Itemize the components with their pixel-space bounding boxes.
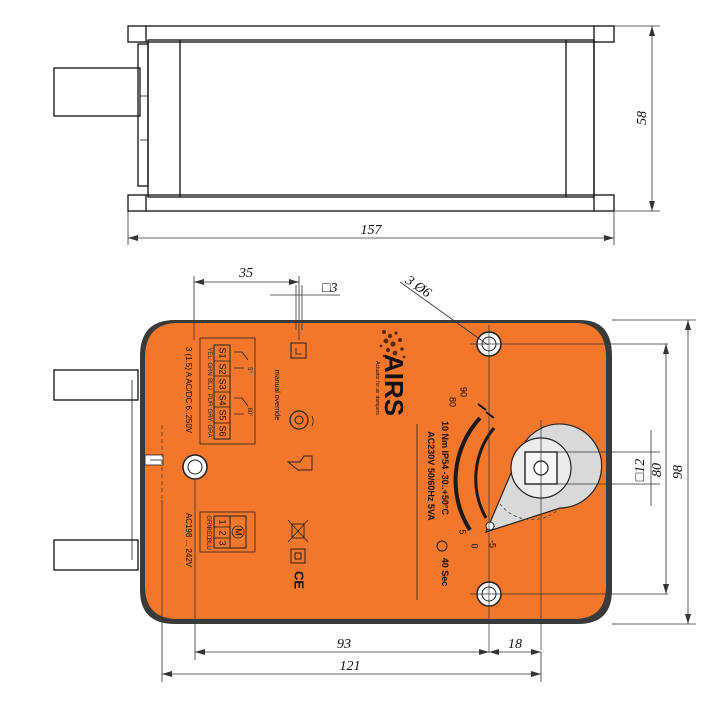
terminal-2: 2 <box>218 530 228 535</box>
switch-s5: S5 <box>218 409 228 420</box>
actuator-body <box>145 323 606 619</box>
dim-98: 98 <box>671 465 686 479</box>
weee-bin-icon <box>287 519 309 543</box>
spec-line-3: 40 Sec <box>440 558 450 587</box>
motor-terminal-block: 1 2 3 M GRN RED BLU <box>199 511 256 553</box>
shaft-clamp <box>484 423 603 533</box>
wire-blu: BLU <box>206 378 212 390</box>
logo-text: AIRS <box>379 354 409 416</box>
scale-90: 90 <box>459 387 469 397</box>
rating-bottom: AC198 ... 242V <box>184 513 193 568</box>
wire-red-bottom: RED <box>205 527 211 540</box>
motor-symbol-label: M <box>234 528 244 536</box>
switch-terminal-block: S1 S2 S3 S4 S5 S6 YEL GRN BLU PUR GRY GR… <box>199 337 256 445</box>
front-shaft-upper <box>53 369 139 401</box>
top-shaft <box>53 67 141 117</box>
override-square <box>290 342 307 359</box>
dim-157: 157 <box>361 223 383 238</box>
terminal-3: 3 <box>218 540 228 545</box>
wire-gra: GRA <box>206 424 212 437</box>
wire-grn: GRN <box>206 362 212 375</box>
switch-s2: S2 <box>218 363 228 374</box>
wire-grn-bottom: GRN <box>205 515 211 528</box>
dim-80: 80 <box>650 463 665 477</box>
switch-s1: S1 <box>218 347 228 358</box>
front-view: S1 S2 S3 S4 S5 S6 YEL GRN BLU PUR GRY GR… <box>53 266 696 682</box>
wire-pur: PUR <box>206 394 212 407</box>
switch-s4: S4 <box>218 394 228 405</box>
dim-18: 18 <box>508 637 522 652</box>
dim-35: 35 <box>238 266 253 281</box>
scale-0: 0 <box>470 543 480 548</box>
top-view: 58 157 <box>53 25 660 245</box>
dim-square-3: □3 <box>322 281 337 296</box>
ce-mark: CE <box>292 571 307 589</box>
scale-minus-5: -5 <box>488 540 498 548</box>
top-flange-lower <box>127 194 615 212</box>
angle-scale: 90 80 5 0 -5 <box>448 387 498 549</box>
top-body <box>147 39 595 198</box>
dim-58: 58 <box>635 111 650 125</box>
scale-80: 80 <box>448 397 458 407</box>
dim-93: 93 <box>337 637 351 652</box>
wire-gry: GRY <box>206 409 212 422</box>
double-insulation-icon <box>290 548 306 564</box>
wire-yel: YEL <box>206 347 212 359</box>
motor-symbol <box>231 525 245 539</box>
terminal-1: 1 <box>218 519 228 524</box>
spec-line-2: 10 Nm IP54 -30..+50°C <box>440 421 450 515</box>
override-button <box>289 410 309 430</box>
front-shaft-lower <box>53 539 139 571</box>
logo-tagline: Actuator for air dampers <box>374 361 380 415</box>
angle-5: 5° <box>246 367 252 373</box>
scale-5: 5 <box>458 529 468 534</box>
switch-s3: S3 <box>218 378 228 389</box>
spec-line-1: AC230V 50/60Hz 5VA <box>426 431 436 521</box>
hand-icon <box>286 455 313 471</box>
dim-square-12: □12 <box>633 459 648 481</box>
top-flange-upper <box>127 25 615 43</box>
manual-override-label: manual override <box>273 370 280 420</box>
airs-logo-dots <box>379 330 406 363</box>
wire-blu-bottom: BLU <box>205 538 211 550</box>
motor-circle-spec <box>436 540 448 552</box>
dim-121: 121 <box>340 659 361 674</box>
rating-top: 3 (1.5) A AC/DC 6..250V <box>184 347 193 434</box>
dim-holes: 3 Ø6 <box>402 272 434 301</box>
angle-80: 80° <box>246 407 252 417</box>
switch-s6: S6 <box>218 425 228 436</box>
